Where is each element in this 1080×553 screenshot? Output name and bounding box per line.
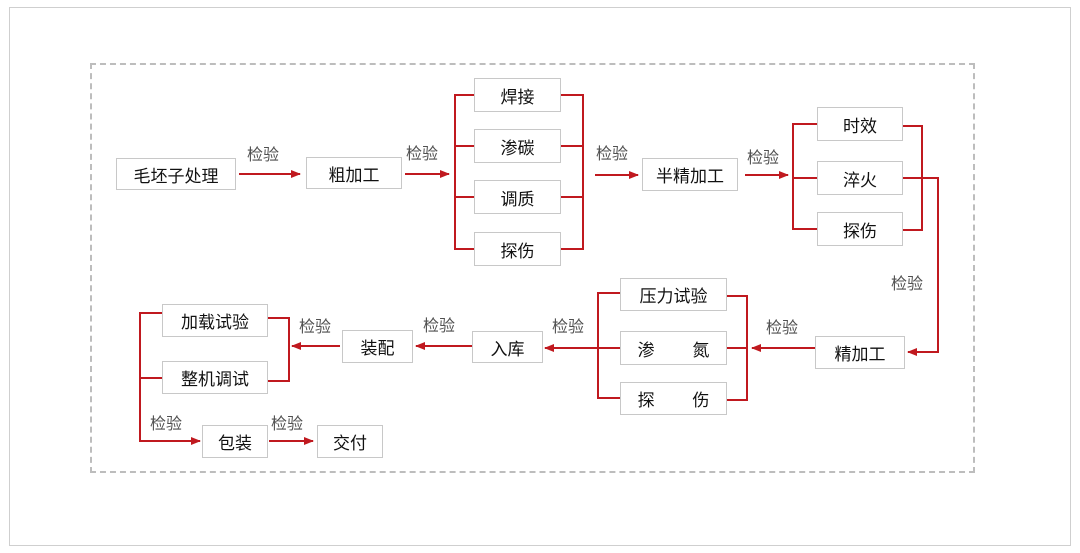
inspect-label: 检验 [552,317,585,336]
bracket-branch-1-right [561,94,584,250]
step-rough-machining: 粗加工 [306,157,402,189]
outer-frame [9,7,1071,546]
inspect-label: 检验 [271,414,304,433]
bracket-branch-4-right [268,317,290,382]
step-nitriding: 渗 氮 [620,331,727,365]
inspect-label: 检验 [406,144,439,163]
step-semi-finish: 半精加工 [642,158,738,191]
step-flaw-detect-3: 探 伤 [620,382,727,415]
inspect-label: 检验 [596,144,629,163]
step-packaging: 包装 [202,425,268,458]
inspect-label: 检验 [747,148,780,167]
step-welding: 焊接 [474,78,561,112]
inspect-label: 检验 [299,317,332,336]
bracket-branch-2-left [792,123,817,230]
step-overall-debug: 整机调试 [162,361,268,394]
step-warehousing: 入库 [472,331,543,363]
inspect-label: 检验 [891,274,924,293]
arrow-to-finish-machining [903,177,939,356]
bracket-branch-3-left [597,292,620,399]
step-flaw-detect-2: 探伤 [817,212,903,246]
step-roughing-pre: 毛坯子处理 [116,158,236,190]
step-quench-temper: 调质 [474,180,561,214]
step-pressure-test: 压力试验 [620,278,727,311]
inspect-label: 检验 [423,316,456,335]
step-aging: 时效 [817,107,903,141]
step-load-test: 加载试验 [162,304,268,337]
bracket-branch-1-left [454,94,474,250]
dashed-frame [90,63,975,473]
inspect-label: 检验 [247,145,280,164]
step-delivery: 交付 [317,425,383,458]
step-carburizing: 渗碳 [474,129,561,163]
step-assembly: 装配 [342,330,413,363]
inspect-label: 检验 [766,318,799,337]
step-finish-machining: 精加工 [815,336,905,369]
step-flaw-detect-1: 探伤 [474,232,561,266]
inspect-label: 检验 [150,414,183,433]
step-quenching: 淬火 [817,161,903,195]
